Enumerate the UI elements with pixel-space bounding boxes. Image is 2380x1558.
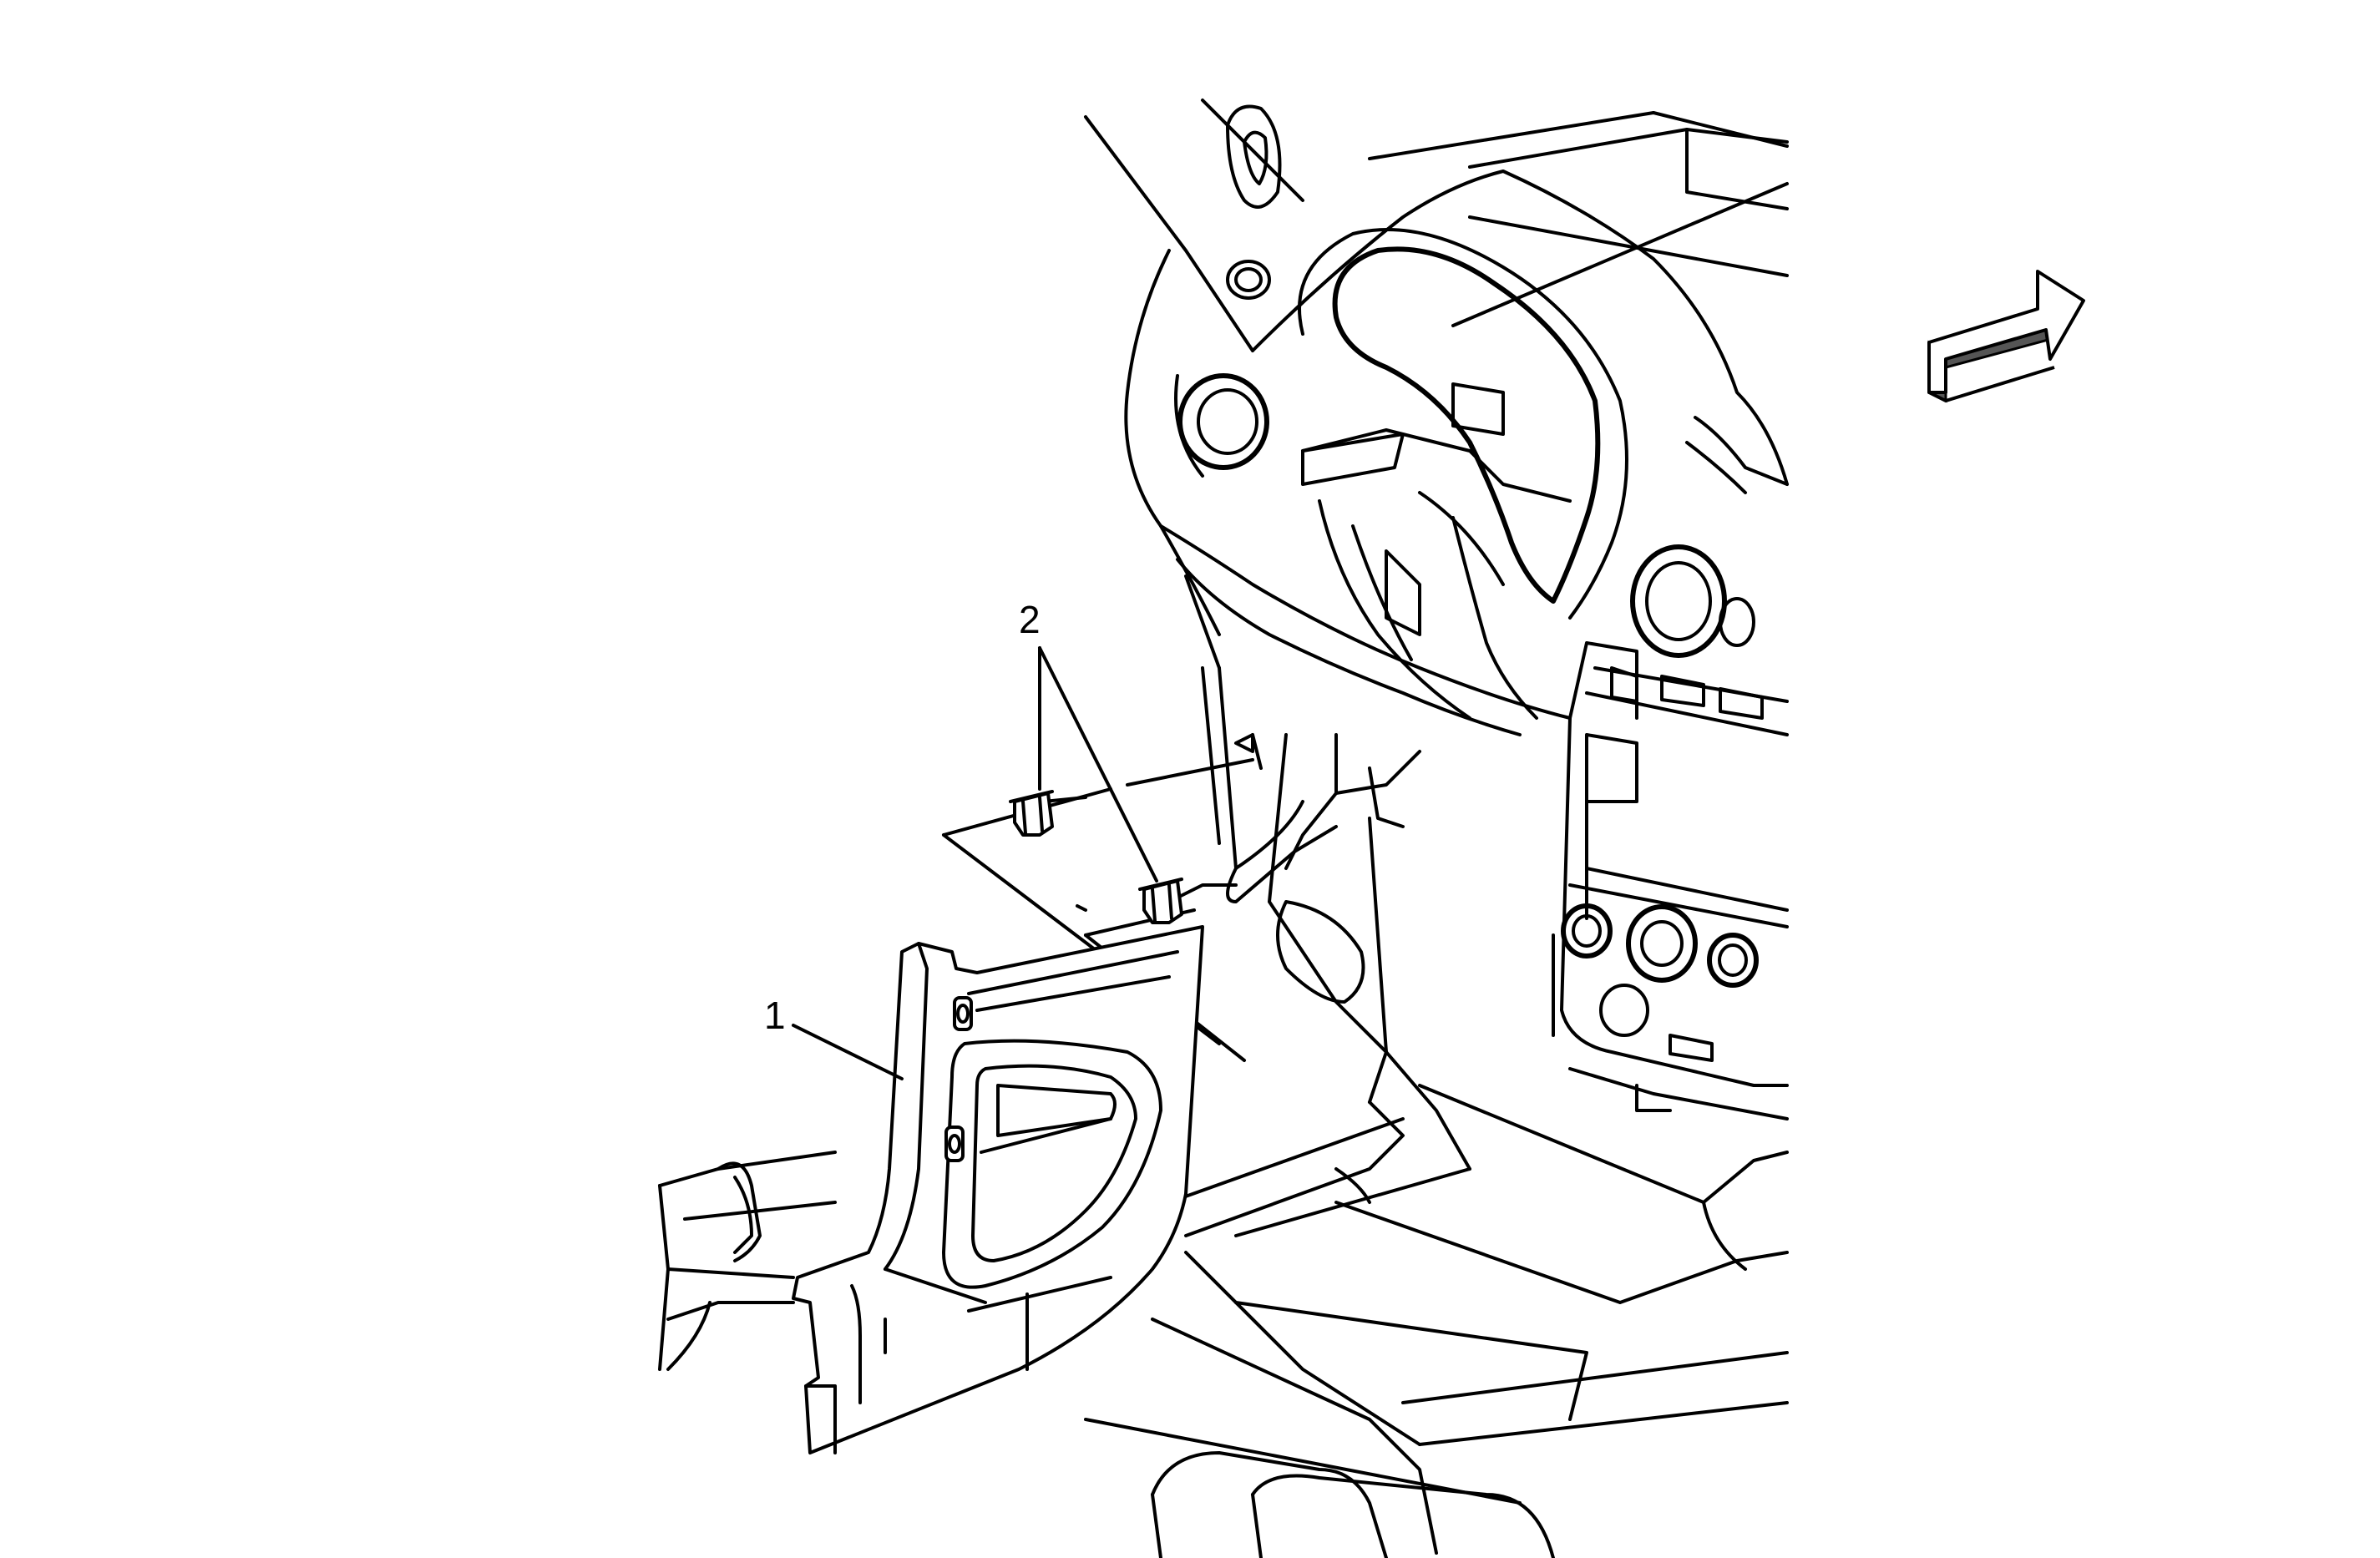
retainer-clip-upper	[1009, 790, 1054, 837]
callout-1: 1	[764, 994, 904, 1080]
callout-2: 2	[1019, 598, 1158, 883]
direction-arrow-icon	[1927, 270, 2085, 403]
retainer-clip-lower	[1138, 878, 1183, 924]
callout-label-1: 1	[764, 994, 786, 1037]
trim-panel	[792, 925, 1204, 1454]
instrument-panel	[1084, 99, 1789, 1120]
callout-label-2: 2	[1019, 598, 1041, 641]
retainer-clips	[1009, 790, 1183, 924]
floor-and-seats	[658, 1050, 1789, 1558]
